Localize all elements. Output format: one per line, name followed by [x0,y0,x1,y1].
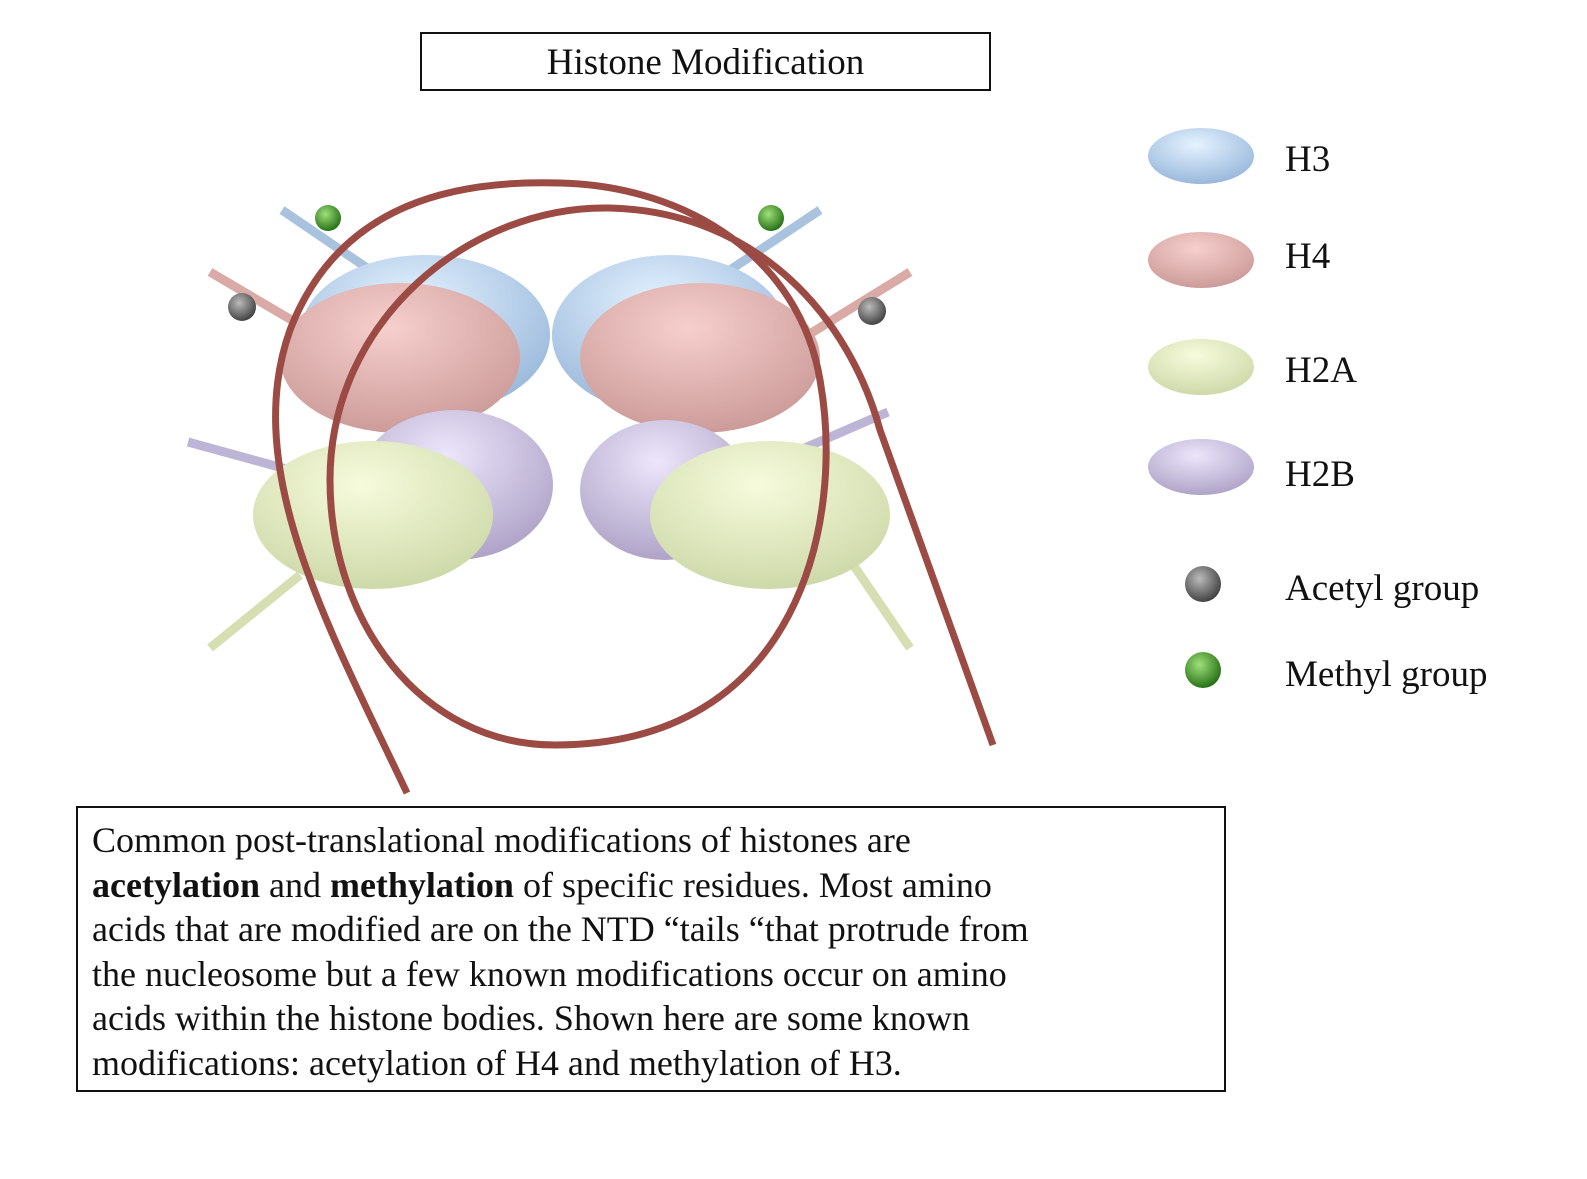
h4-tail-right [797,268,913,344]
h2a-right [650,441,890,589]
acetyl-group-left [228,293,256,321]
methyl-group-right [758,205,784,231]
legend-acetyl-icon [1185,566,1221,602]
h2b-tail-left [186,437,292,475]
legend-methyl-icon [1185,652,1221,688]
description-line: the nucleosome but a few known modificat… [92,953,1007,994]
h4-right [580,283,820,433]
h4-left [280,283,520,433]
legend-methyl-label: Methyl group [1285,654,1488,695]
description-line: acetylation and methylation of specific … [92,863,1210,908]
dna-strand [272,179,997,795]
h3-tail-left [279,206,373,274]
legend-h2a-swatch [1148,339,1254,395]
description-line: acids that are modified are on the NTD “… [92,909,1029,949]
legend-h3-swatch [1148,128,1254,184]
legend-h2b-label: H2B [1285,454,1355,495]
description-line: acids within the histone bodies. Shown h… [92,998,970,1038]
description-line: modifications: acetylation of H4 and met… [92,1042,902,1083]
methyl-group-left [315,205,341,231]
acetyl-group-right [858,297,886,325]
legend-acetyl-label: Acetyl group [1285,568,1480,609]
description-box: Common post-translational modifications … [76,806,1226,1092]
h3-tail-right [727,206,823,274]
legend-h3-label: H3 [1285,139,1331,180]
description-text: of specific residues. Most amino [513,864,992,905]
description-text: and [259,864,330,905]
legend-h4-label: H4 [1285,236,1331,277]
legend-h2b-swatch [1148,439,1254,495]
description-line: Common post-translational modifications … [92,820,911,860]
methylation-term: methylation [329,864,514,905]
h2a-tail-right [846,557,914,651]
acetylation-term: acetylation [92,864,260,905]
h2a-left [253,441,493,589]
legend-h4-swatch [1148,232,1254,288]
histone-tails [186,206,914,652]
h2a-tail-left [207,571,303,652]
diagram-title: Histone Modification [420,32,991,91]
h4-tail-left [207,268,303,329]
legend-h2a-label: H2A [1285,350,1357,391]
